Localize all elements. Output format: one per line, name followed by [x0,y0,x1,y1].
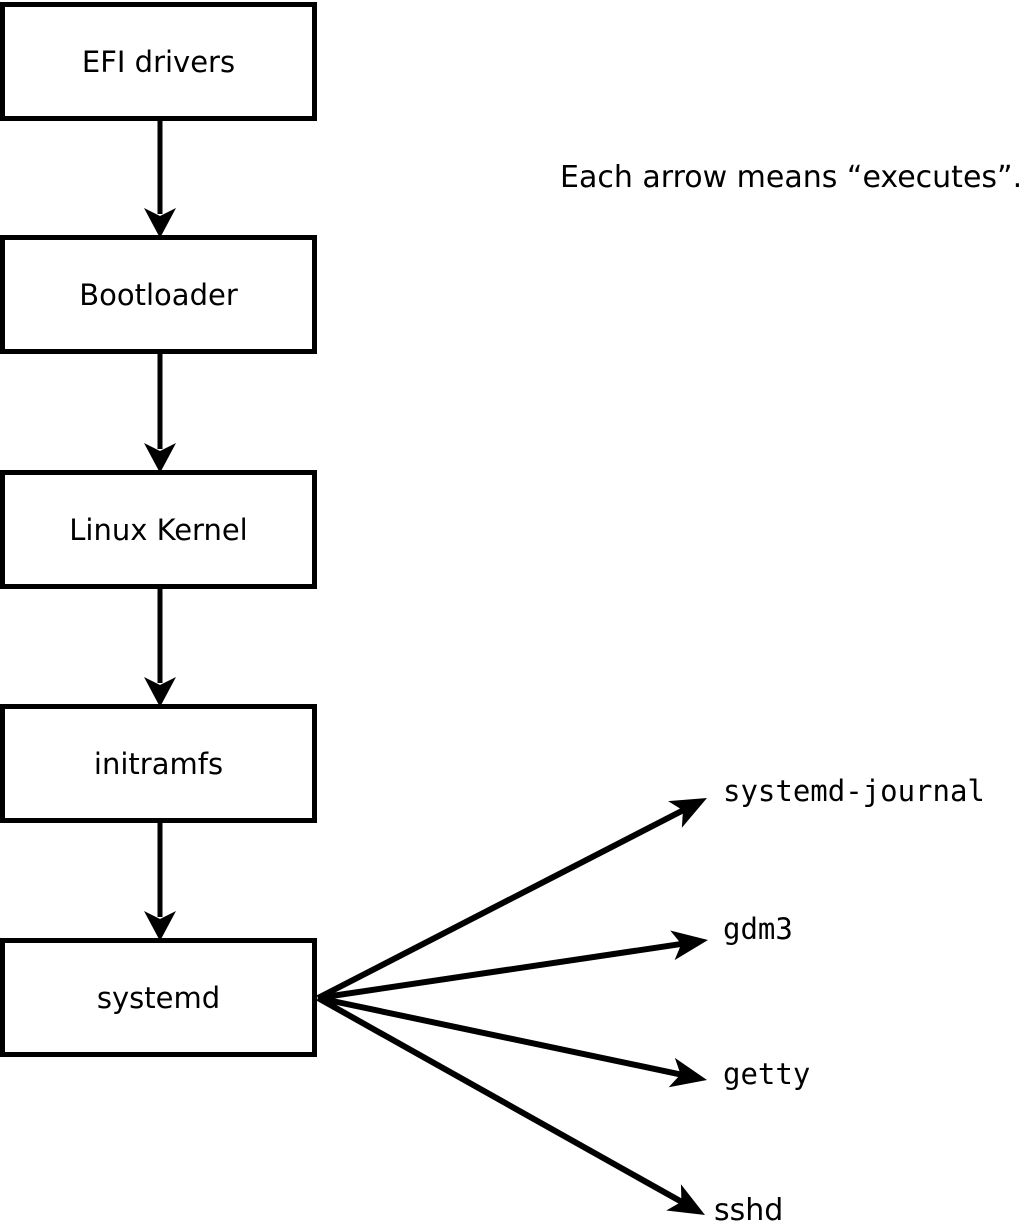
node-bootloader: Bootloader [0,235,317,354]
node-label: systemd [96,980,221,1015]
node-systemd: systemd [0,938,317,1057]
executes-arrowhead [144,677,176,707]
executes-arrowhead [668,798,707,828]
executes-arrowhead [144,911,176,941]
executes-arrowhead [144,443,176,473]
executes-arrow-line [317,940,683,1001]
node-efi-drivers: EFI drivers [0,2,317,121]
executes-arrow-line [316,995,684,1205]
arrow-meaning-note: Each arrow means “executes”. [560,160,1023,195]
executes-arrow-line [317,995,683,1078]
executes-arrowhead [668,1057,707,1088]
target-systemd-journal: systemd-journal [723,774,985,808]
node-label: initramfs [93,746,224,781]
node-label: EFI drivers [81,44,236,79]
executes-arrow-line [316,807,686,1001]
node-initramfs: initramfs [0,704,317,823]
executes-arrowhead [670,930,708,961]
target-getty: getty [723,1057,811,1091]
executes-arrowhead [666,1184,705,1215]
executes-arrowhead [144,208,176,238]
target-gdm3: gdm3 [723,912,793,946]
node-label: Bootloader [79,277,238,312]
target-sshd: sshd [714,1193,784,1228]
node-linux-kernel: Linux Kernel [0,470,317,589]
node-label: Linux Kernel [69,512,248,547]
